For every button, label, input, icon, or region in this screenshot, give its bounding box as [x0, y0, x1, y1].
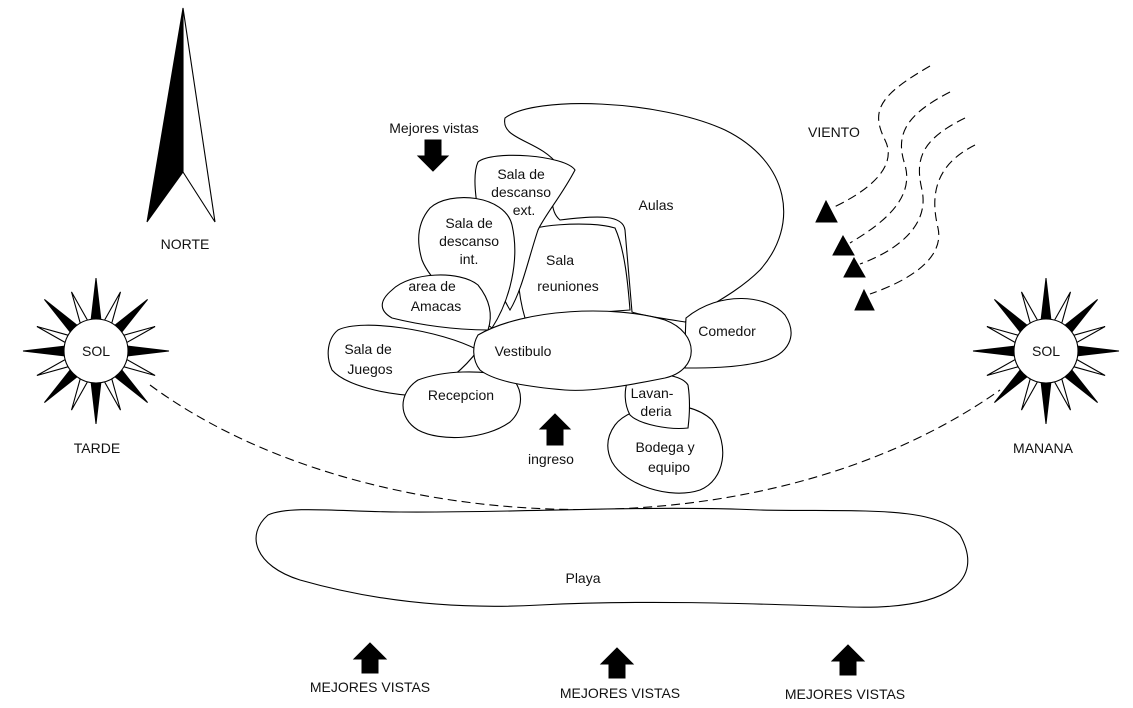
sun-right: SOL MANANA	[972, 277, 1120, 456]
sun-right-rays-ray-9	[1040, 380, 1052, 425]
label-sala-descanso-int-line-2: descanso	[439, 233, 499, 249]
sun-right-rays-ray-13	[972, 345, 1017, 357]
north-compass: NORTE	[146, 7, 216, 252]
sun-path	[149, 384, 1001, 511]
zone-sala-descanso-int	[418, 197, 516, 329]
wind-triangle-1	[815, 199, 838, 223]
label-bodega-line-1: Bodega y	[635, 439, 694, 455]
zone-recepcion	[402, 371, 522, 439]
label-sala-descanso-int-line-3: int.	[460, 251, 479, 267]
view-arrows: Mejores vistas ingreso MEJORES VISTAS ME…	[310, 120, 905, 702]
top-views-arrow-icon	[416, 139, 450, 172]
label-lavanderia-line-2: deria	[640, 403, 671, 419]
bottom-views-label-2: MEJORES VISTAS	[560, 685, 680, 701]
sun-left-rays-ray-9	[90, 380, 102, 425]
wind-line-1	[831, 65, 931, 209]
top-views-label: Mejores vistas	[389, 120, 478, 136]
sun-right-caption: MANANA	[1013, 440, 1074, 456]
sun-left-rays-ray-13	[22, 345, 67, 357]
bottom-views-label-3: MEJORES VISTAS	[785, 686, 905, 702]
entrance-label: ingreso	[528, 451, 574, 467]
wind-line-4	[869, 144, 976, 295]
label-lavanderia-line-1: Lavan-	[631, 385, 674, 401]
bottom-views-label-1: MEJORES VISTAS	[310, 679, 430, 695]
wind-triangle-2	[832, 234, 855, 256]
wind-triangle-4	[854, 288, 875, 311]
label-sala-reuniones-line-1: Sala	[546, 252, 574, 268]
zone-vestibulo	[473, 310, 692, 391]
label-sala-juegos-line-1: Sala de	[344, 341, 392, 357]
label-sala-descanso-int-line-1: Sala de	[445, 215, 493, 231]
entrance-arrow-icon	[538, 413, 572, 446]
label-vestibulo: Vestibulo	[495, 343, 552, 359]
sun-right-label: SOL	[1032, 343, 1060, 359]
sun-left: SOL TARDE	[22, 277, 170, 456]
label-recepcion: Recepcion	[428, 387, 494, 403]
sun-left-label: SOL	[82, 343, 110, 359]
label-sala-juegos-line-2: Juegos	[347, 361, 392, 377]
bottom-views-arrow-icon-3	[830, 644, 866, 676]
label-sala-descanso-ext-line-2: descanso	[491, 184, 551, 200]
label-bodega-line-2: equipo	[648, 459, 690, 475]
wind-group: VIENTO	[808, 65, 976, 311]
wind-triangle-3	[843, 256, 866, 278]
compass-needle-light	[182, 7, 216, 223]
sun-right-rays-ray-1	[1040, 277, 1052, 322]
sun-left-rays-ray-5	[125, 345, 170, 357]
compass-label: NORTE	[161, 236, 210, 252]
zone-playa	[255, 507, 969, 608]
label-sala-descanso-ext-line-1: Sala de	[497, 166, 545, 182]
label-area-amacas-line-1: area de	[408, 278, 456, 294]
room-labels: Sala de descanso ext. Sala de descanso i…	[344, 166, 756, 586]
zone-sala-reuniones	[517, 223, 631, 319]
wind-line-2	[849, 91, 951, 244]
label-area-amacas: area de Amacas	[408, 278, 461, 314]
sun-left-rays-ray-1	[90, 277, 102, 322]
label-sala-descanso-int: Sala de descanso int.	[439, 215, 503, 267]
sun-left-disc	[63, 318, 129, 384]
label-comedor: Comedor	[698, 323, 756, 339]
wind-label: VIENTO	[808, 124, 860, 140]
bottom-views-arrow-icon-1	[352, 642, 388, 674]
building-zones	[255, 103, 969, 608]
label-bodega: Bodega y equipo	[635, 439, 698, 475]
label-area-amacas-line-2: Amacas	[411, 298, 462, 314]
label-lavanderia: Lavan- deria	[631, 385, 678, 419]
label-sala-descanso-ext-line-3: ext.	[513, 202, 536, 218]
sun-right-disc	[1013, 318, 1079, 384]
label-sala-juegos: Sala de Juegos	[344, 341, 395, 377]
wind-line-3	[859, 117, 966, 265]
label-sala-reuniones-line-2: reuniones	[537, 278, 599, 294]
label-sala-descanso-ext: Sala de descanso ext.	[491, 166, 555, 218]
sun-left-caption: TARDE	[74, 440, 120, 456]
compass-needle-dark	[146, 7, 184, 223]
sun-right-rays-ray-5	[1075, 345, 1120, 357]
sun-left-rays	[22, 277, 170, 425]
label-sala-reuniones: Sala reuniones	[537, 252, 599, 294]
label-aulas: Aulas	[638, 197, 673, 213]
bottom-views-arrow-icon-2	[599, 647, 635, 679]
label-playa: Playa	[565, 570, 600, 586]
